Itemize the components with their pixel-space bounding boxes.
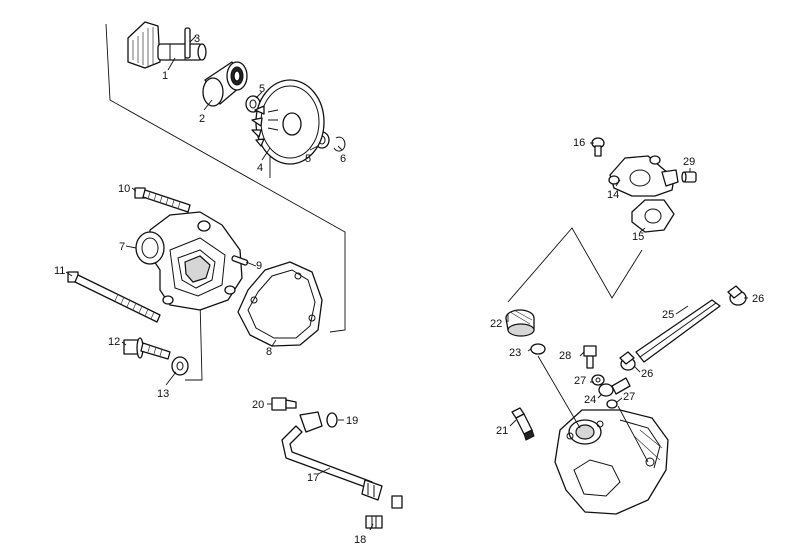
callout-5-upper: 5 [259,83,265,95]
callout-15: 15 [632,231,644,243]
callout-26-lower: 26 [641,368,653,380]
o-ring-23 [530,343,546,355]
thermostat-gasket [631,199,675,233]
leader-lines [65,35,748,531]
bolt-10 [134,187,191,213]
hose-clamp-lower [619,351,636,371]
callout-26-upper: 26 [752,293,764,305]
callout-9: 9 [256,260,262,272]
callout-22: 22 [490,318,502,330]
callout-8: 8 [266,346,272,358]
screw-16 [591,137,605,157]
washer-13 [171,356,189,376]
cap-29 [681,171,697,183]
callout-4: 4 [257,162,263,174]
coolant-pipe [281,411,383,501]
callout-19: 19 [346,415,358,427]
thermostat-connection-line [507,227,643,303]
callout-17: 17 [307,472,319,484]
circlip [333,136,346,152]
callout-2: 2 [199,113,205,125]
callout-28: 28 [559,350,571,362]
group-outline-upper [105,23,346,333]
washer-27-right [606,399,618,409]
housing-gasket [237,261,323,347]
callout-7: 7 [119,241,125,253]
callout-23: 23 [509,347,521,359]
union-fitting-24 [598,377,631,397]
hose-clamp-upper [727,285,747,306]
thermostat-cover [608,155,679,197]
spark-plug [511,407,535,441]
callout-6: 6 [340,153,346,165]
callout-14: 14 [607,189,619,201]
dowel-pin [231,255,249,266]
callout-1: 1 [162,70,168,82]
impeller-shaft [127,21,207,69]
callout-12: 12 [108,336,120,348]
callout-24: 24 [584,394,596,406]
callout-20: 20 [252,399,264,411]
callout-18: 18 [354,534,366,546]
bearing [202,61,248,107]
callout-27-right: 27 [623,391,635,403]
long-bolt-11 [67,271,161,323]
drive-gear [251,79,325,165]
callout-11: 11 [54,265,65,277]
washer-27-left [591,374,605,386]
callout-29: 29 [683,156,695,168]
o-ring-19 [326,412,338,428]
callout-10: 10 [118,183,130,195]
bleed-screw-28 [583,345,597,369]
drive-pin [184,27,191,59]
callout-25: 25 [662,309,674,321]
callout-27-left: 27 [574,375,586,387]
callout-16: 16 [573,137,585,149]
flange-bolt-12 [123,337,171,360]
callout-5-lower: 5 [305,153,311,165]
callout-21: 21 [496,425,508,437]
pump-housing [135,211,243,311]
cylinder-head [554,409,669,515]
thermostat [505,309,535,337]
fitting-bolt-18 [365,495,403,529]
bypass-hose [635,299,721,363]
callout-13: 13 [157,388,169,400]
callout-labels: 1 2 3 4 5 5 6 7 8 9 10 11 12 13 14 15 16… [54,33,764,546]
fitting-bolt-20 [271,397,297,411]
callout-3: 3 [194,33,200,45]
